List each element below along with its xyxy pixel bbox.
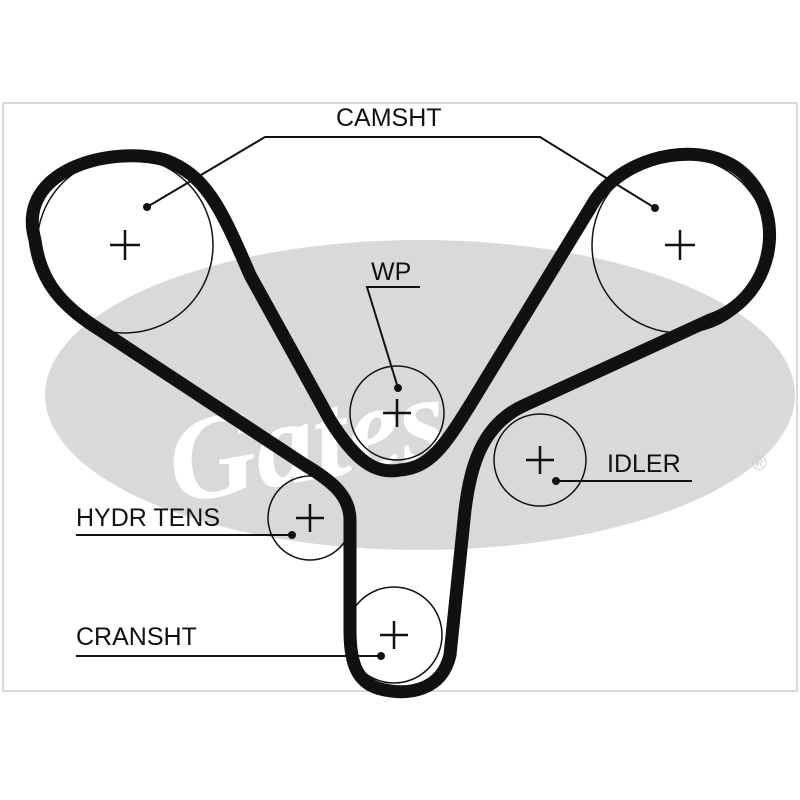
camshaft-label: CAMSHT — [336, 104, 442, 132]
center-cross-icon — [110, 230, 140, 260]
water-pump-pulley — [349, 365, 445, 461]
idler-pulley — [493, 413, 587, 507]
idler-label: IDLER — [607, 450, 681, 478]
camshaft-leader-lines — [143, 136, 659, 212]
crankshaft-pulley — [345, 586, 443, 684]
crankshaft-label: CRANSHT — [76, 623, 197, 651]
gates-watermark-logo: Gates — [45, 240, 795, 550]
hydraulic-tensioner-pulley — [267, 475, 353, 561]
registered-mark: ® — [752, 453, 767, 475]
hydraulic-tensioner-leader-line — [76, 531, 296, 539]
hydraulic-tensioner-label: HYDR TENS — [76, 504, 220, 532]
center-cross-icon — [665, 230, 695, 260]
center-cross-icon — [296, 504, 324, 532]
idler-leader-line — [552, 477, 692, 485]
crankshaft-leader-line — [76, 652, 385, 660]
center-cross-icon — [383, 399, 411, 427]
center-cross-icon — [526, 446, 554, 474]
water-pump-label: WP — [371, 258, 411, 286]
timing-belt — [26, 147, 776, 699]
water-pump-leader-line — [365, 286, 420, 392]
camshaft-pulley-right — [591, 156, 769, 334]
center-cross-icon — [380, 621, 408, 649]
camshaft-pulley-left — [36, 156, 214, 334]
